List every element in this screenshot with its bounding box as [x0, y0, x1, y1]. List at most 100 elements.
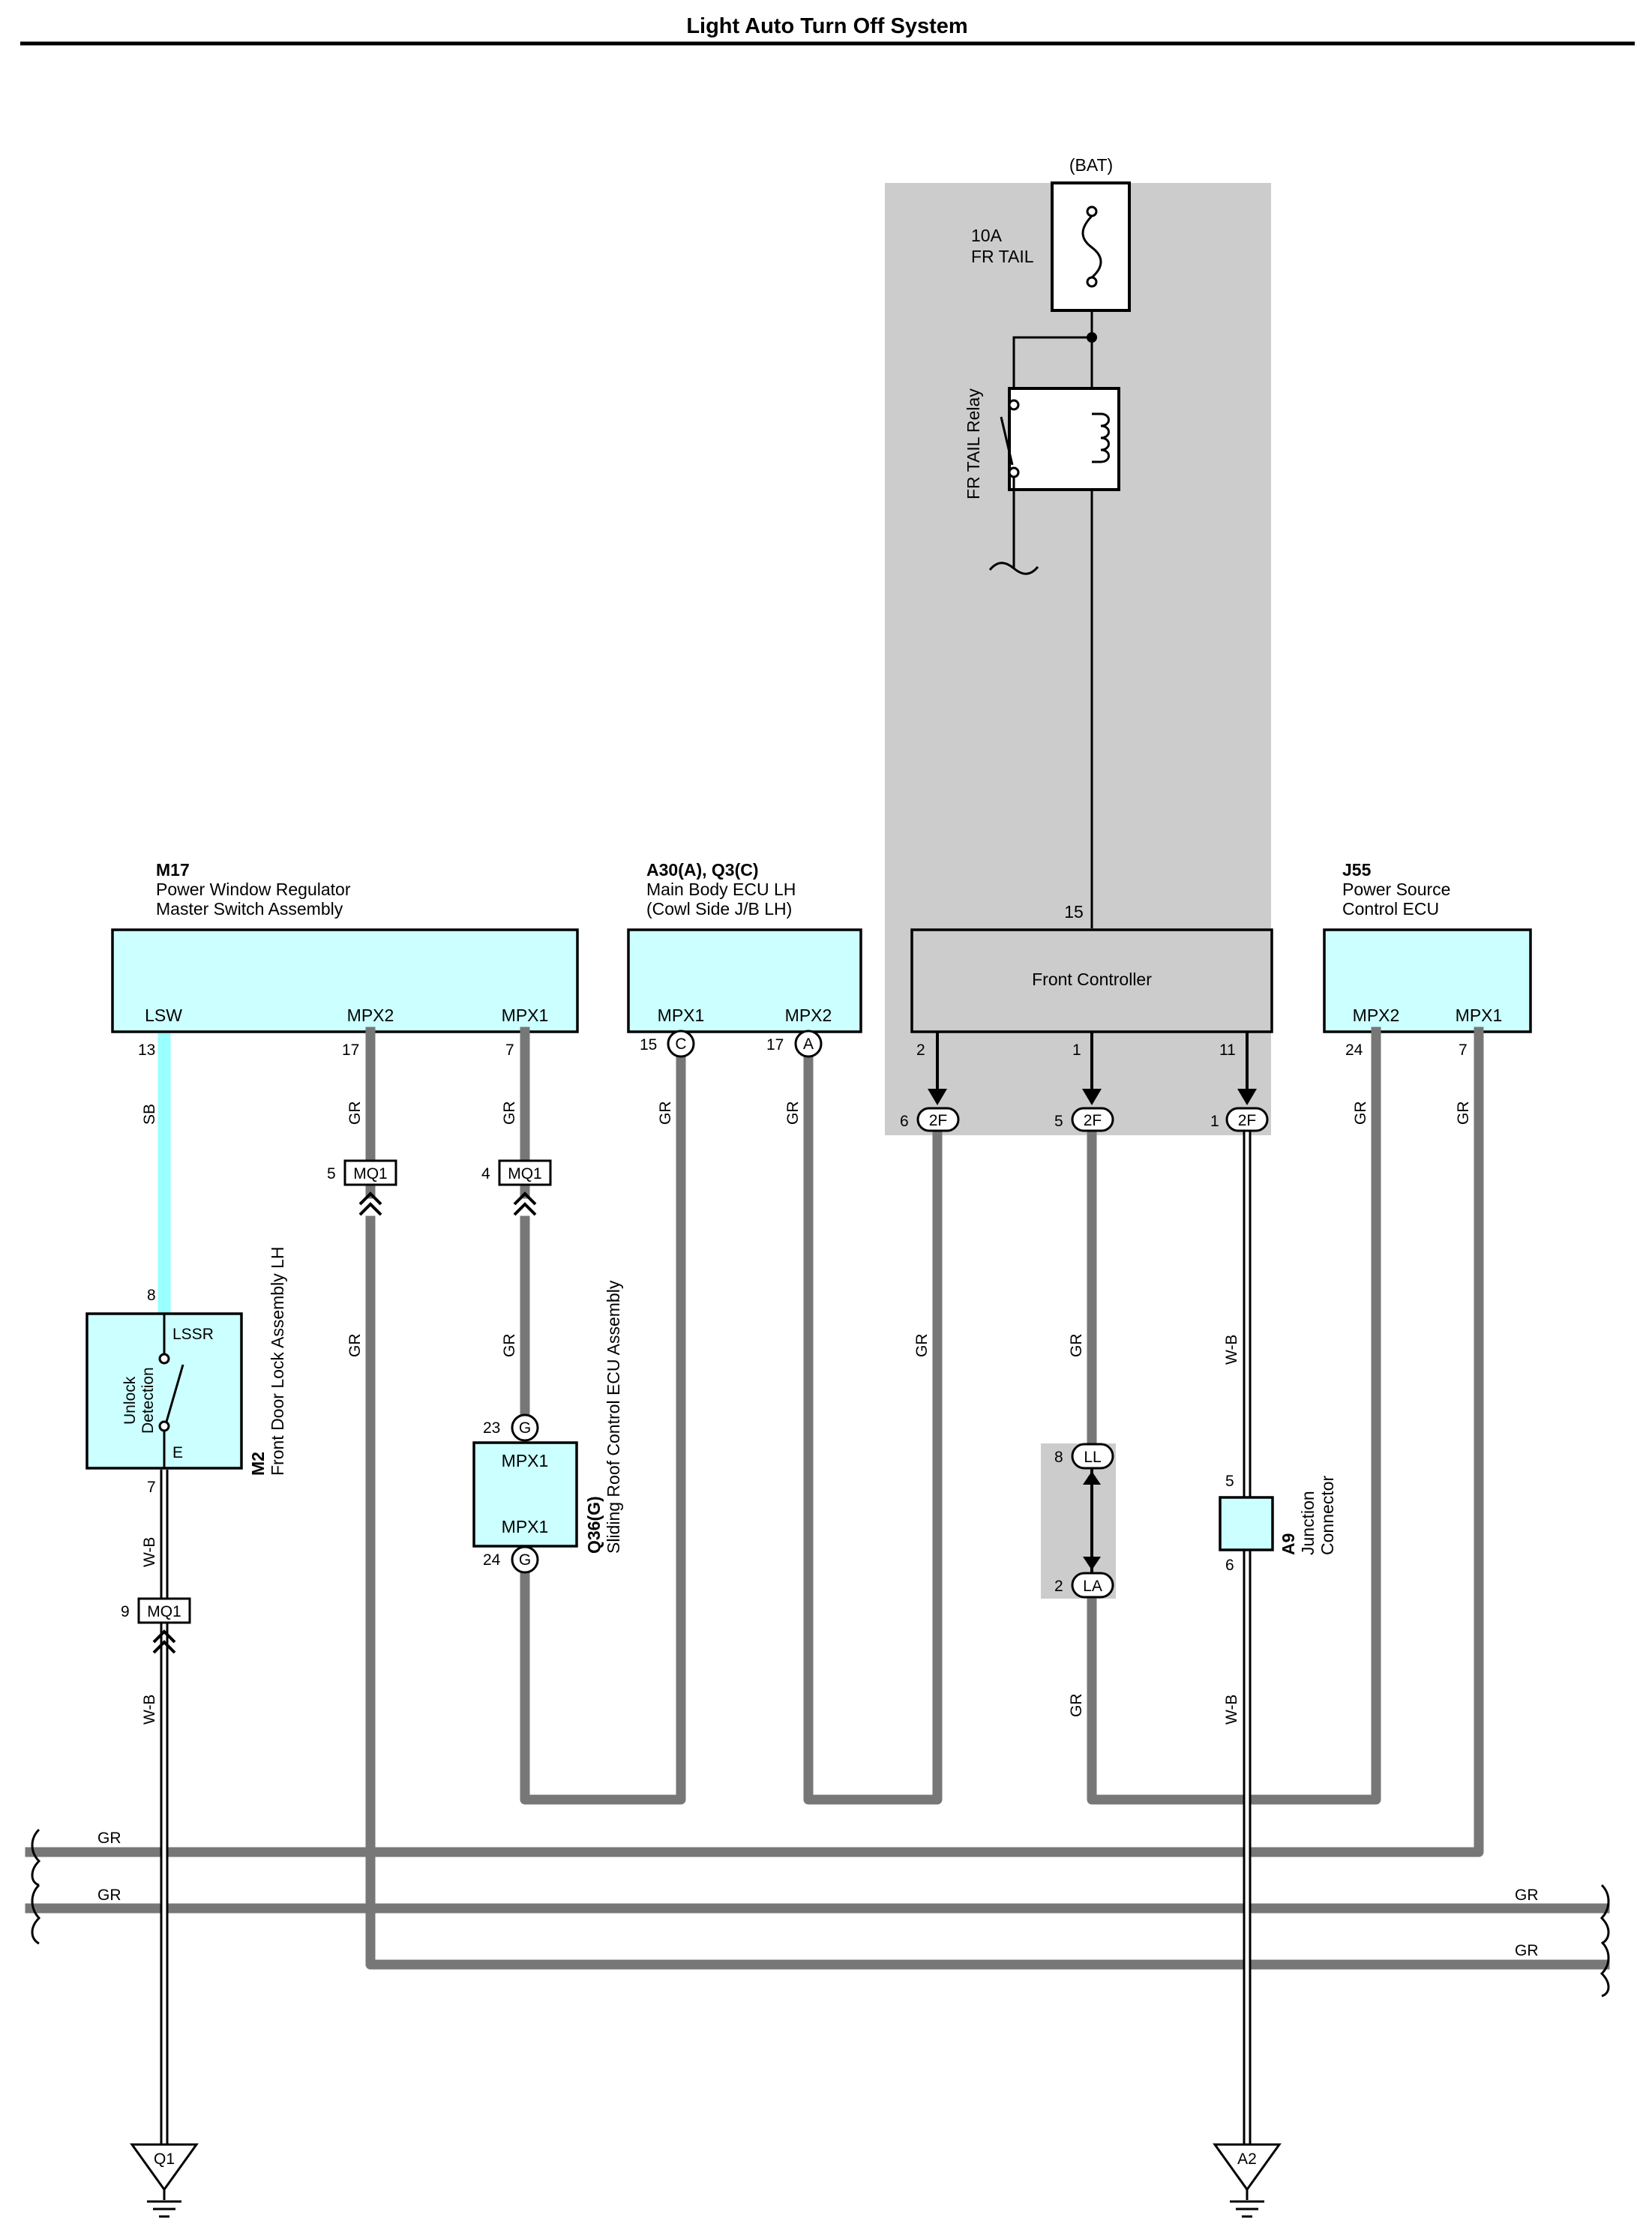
- wire-label-gr: GR: [501, 1334, 518, 1358]
- m2-inner1: Unlock: [121, 1376, 139, 1425]
- wire-mpx2-bus: [365, 1215, 1610, 1970]
- m2-code: M2: [248, 1452, 268, 1476]
- wire-label-gr: GR: [1515, 1887, 1539, 1904]
- wire-label-gr: GR: [913, 1334, 931, 1358]
- pin-num: 11: [1219, 1042, 1236, 1059]
- wire-label-gr: GR: [346, 1334, 364, 1358]
- a30-box: [627, 928, 862, 1033]
- pin-num: 7: [1459, 1042, 1468, 1059]
- a30-conn-a: [794, 1030, 823, 1058]
- a30-code: A30(A), Q3(C): [646, 860, 759, 880]
- conn-mq1-a: [343, 1159, 397, 1186]
- fc-pin-top: 15: [1064, 902, 1084, 922]
- m17-pin-mpx2: MPX2: [347, 1006, 394, 1025]
- a9-code: A9: [1279, 1533, 1298, 1555]
- a30-conn-c-label: C: [675, 1036, 686, 1053]
- relay-box: [1008, 387, 1120, 491]
- wire-la-j55: [1087, 1027, 1381, 1805]
- pin-num: 24: [1345, 1042, 1363, 1059]
- pin-num: 5: [1225, 1473, 1234, 1490]
- pin-num: 24: [483, 1551, 501, 1569]
- m17-box: [111, 928, 579, 1033]
- wire-label-gr: GR: [1068, 1334, 1085, 1358]
- q36-conn-label: G: [519, 1419, 531, 1437]
- conn-mq1-b-label: MQ1: [508, 1165, 542, 1182]
- wire-a30-fc: [803, 1037, 943, 1805]
- j55-line2: Control ECU: [1342, 899, 1439, 919]
- relay-coil-icon: [1100, 412, 1110, 463]
- m17-code: M17: [156, 860, 190, 880]
- m17-pin-lsw: LSW: [145, 1006, 182, 1025]
- wire-label-wb: W-B: [141, 1695, 158, 1725]
- la-arrow-icon: [1083, 1557, 1101, 1570]
- m2-name: Front Door Lock Assembly LH: [268, 1246, 287, 1476]
- j55-box: [1323, 928, 1532, 1033]
- a30-conn-c: [667, 1030, 695, 1058]
- m2-e: E: [172, 1444, 183, 1461]
- q36-mpx-bot: MPX1: [502, 1517, 549, 1536]
- pin-num: 8: [1054, 1449, 1063, 1466]
- wire-label-sb: SB: [141, 1104, 158, 1125]
- ground-q1-label: Q1: [154, 2151, 175, 2168]
- wire-label-wb: W-B: [141, 1537, 158, 1567]
- j55-line1: Power Source: [1342, 880, 1450, 899]
- pin-num: 7: [505, 1042, 514, 1059]
- wire-label-wb: W-B: [1223, 1335, 1240, 1365]
- wire-label-wb: W-B: [1223, 1695, 1240, 1725]
- m17-line1: Power Window Regulator: [156, 880, 351, 899]
- conn-ll-label: LL: [1084, 1449, 1101, 1466]
- front-controller-box: [910, 928, 1273, 1033]
- fuse-rating: 10A: [971, 226, 1003, 245]
- wire-label-gr: GR: [784, 1102, 802, 1125]
- pin-num: 4: [481, 1165, 490, 1182]
- m17-line2: Master Switch Assembly: [156, 899, 343, 919]
- wire-label-gr: GR: [97, 1830, 121, 1847]
- a9-line1: Junction: [1298, 1491, 1318, 1555]
- conn-mq1-a-label: MQ1: [353, 1165, 388, 1182]
- conn-2f-a: [916, 1107, 960, 1132]
- pin-num: 5: [327, 1165, 336, 1182]
- mq1-c-chevron-icon: [152, 1629, 176, 1654]
- fuse-name: FR TAIL: [971, 247, 1034, 266]
- pin-num: 8: [147, 1287, 156, 1304]
- q36-conn-top: [511, 1413, 539, 1442]
- fc-arrows: [928, 1032, 1257, 1105]
- conn-mq1-c-label: MQ1: [147, 1603, 181, 1620]
- ground-a2-label: A2: [1237, 2151, 1257, 2168]
- conn-mq1-c: [137, 1597, 191, 1624]
- m2-lssr: LSSR: [172, 1326, 214, 1343]
- diagram-title: Light Auto Turn Off System: [686, 14, 967, 38]
- wire-label-gr: GR: [1455, 1102, 1472, 1125]
- pin-num: 23: [483, 1419, 500, 1437]
- wire-label-gr: GR: [1068, 1694, 1085, 1718]
- j55-code: J55: [1342, 860, 1372, 880]
- left-break-icon: [31, 1828, 41, 1887]
- m2-switch-icon: [165, 1364, 184, 1422]
- q36-conn-bot: [511, 1545, 539, 1574]
- relay-switch-icon: [1000, 416, 1014, 466]
- pin-num: 2: [916, 1042, 925, 1059]
- j55-pin-mpx1: MPX1: [1456, 1006, 1503, 1025]
- a30-line2: (Cowl Side J/B LH): [646, 899, 792, 919]
- q36-conn-label: G: [519, 1551, 531, 1569]
- a9-line2: Connector: [1318, 1476, 1337, 1555]
- pin-num: 15: [640, 1036, 657, 1054]
- a9-box: [1219, 1496, 1274, 1551]
- pin-num: 6: [1225, 1557, 1234, 1574]
- wire-label-gr: GR: [657, 1102, 674, 1125]
- conn-2f-c-label: 2F: [1238, 1112, 1257, 1129]
- j55-pin-mpx2: MPX2: [1353, 1006, 1400, 1025]
- pin-num: 17: [766, 1036, 784, 1054]
- pin-num: 1: [1210, 1113, 1219, 1130]
- pin-num: 2: [1054, 1578, 1063, 1595]
- conn-2f-b: [1071, 1107, 1114, 1132]
- bat-label: (BAT): [1069, 155, 1113, 175]
- pin-num: 1: [1072, 1042, 1081, 1059]
- q36-mpx-top: MPX1: [502, 1451, 549, 1470]
- wire-q36-a30: [520, 1037, 686, 1805]
- front-controller-label: Front Controller: [1032, 970, 1152, 989]
- a30-pin-mpx2: MPX2: [785, 1006, 832, 1025]
- mq1-b-chevron-icon: [513, 1191, 537, 1216]
- a30-conn-a-label: A: [803, 1036, 814, 1053]
